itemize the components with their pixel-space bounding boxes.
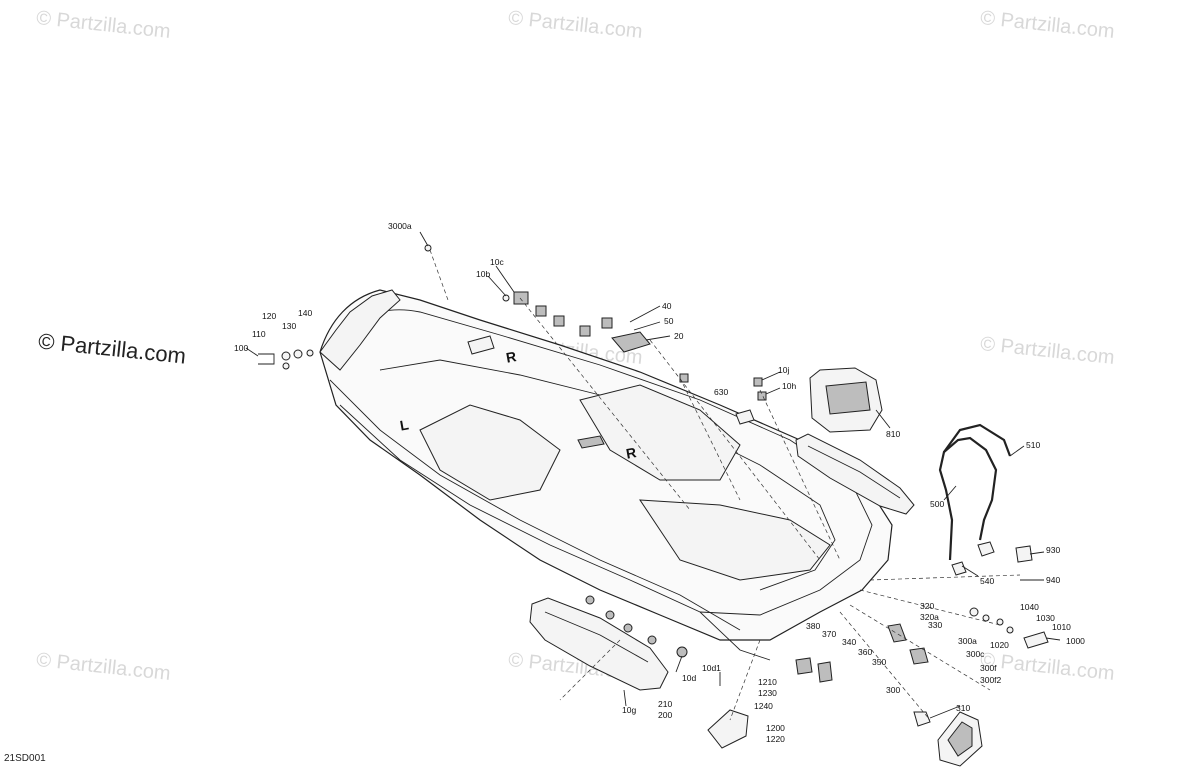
callout: 380 <box>806 621 821 631</box>
callout: 100 <box>234 343 249 353</box>
callout: 300c <box>966 649 985 659</box>
bow-hatch <box>467 335 495 355</box>
clip-310 <box>913 711 931 727</box>
hull-bottom-line <box>339 404 771 661</box>
side-panel-left <box>529 597 669 691</box>
clip-540b <box>977 541 995 557</box>
hull-letter-r: R <box>504 348 518 366</box>
callout: 940 <box>1046 575 1061 585</box>
callout: 320 <box>920 601 935 611</box>
callout: 200 <box>658 710 673 720</box>
callout: 340 <box>842 637 857 647</box>
side-panel-right <box>795 433 915 515</box>
callout: 310 <box>956 703 971 713</box>
callout: 500 <box>930 499 945 509</box>
bolt-100 <box>258 353 275 365</box>
pad-1200 <box>707 709 749 749</box>
callout: 10d1 <box>702 663 721 673</box>
callout: 110 <box>252 329 266 339</box>
callout: 210 <box>658 699 673 709</box>
callout: 120 <box>262 311 277 321</box>
hull-side-line <box>329 379 741 631</box>
latch-10c <box>513 291 529 305</box>
callout: 10h <box>782 381 797 391</box>
callout: 300a <box>958 636 977 646</box>
callout: 370 <box>822 629 837 639</box>
callout: 350 <box>872 657 887 667</box>
callout: 1040 <box>1020 602 1039 612</box>
hull-body <box>319 289 893 641</box>
callout: 630 <box>714 387 729 397</box>
callout: 930 <box>1046 545 1061 555</box>
diagram-code: 21SD001 <box>4 753 46 764</box>
callout: 1010 <box>1052 622 1071 632</box>
callout: 10b <box>476 269 491 279</box>
callout: 1020 <box>990 640 1009 650</box>
callout: 1030 <box>1036 613 1055 623</box>
footwell-left <box>419 404 561 501</box>
callout: 540 <box>980 576 995 586</box>
callout: 40 <box>662 301 672 311</box>
footwell-right <box>579 384 741 481</box>
callout: 320a <box>920 612 939 622</box>
callout: 10j <box>778 365 790 375</box>
callout: 1200 <box>766 723 785 733</box>
callout: 330 <box>928 620 943 630</box>
rear-deck <box>639 499 831 581</box>
callout: 510 <box>1026 440 1041 450</box>
callout: 50 <box>664 316 674 326</box>
callout: 300f <box>980 663 997 673</box>
screw-3000a <box>424 244 432 252</box>
callout: 300 <box>886 685 901 695</box>
hose-510 <box>943 423 1012 457</box>
callout: 10c <box>490 257 504 267</box>
callout: 140 <box>298 308 313 318</box>
latch-20 <box>611 331 651 353</box>
hull-nose <box>319 289 401 371</box>
callout: 10g <box>622 705 637 715</box>
callout: 1000 <box>1066 636 1085 646</box>
callout: 3000a <box>388 221 412 231</box>
callout: 10d <box>682 673 697 683</box>
hull-letter-r: R <box>624 444 638 462</box>
callout: 130 <box>282 321 297 331</box>
clip-630 <box>735 409 755 425</box>
callout: 300f2 <box>980 675 1002 685</box>
bracket-930 <box>1015 545 1033 563</box>
callout: 1230 <box>758 688 777 698</box>
hose-500 <box>938 436 998 561</box>
callout: 1220 <box>766 734 785 744</box>
callout: 1240 <box>754 701 773 711</box>
clip-540 <box>951 561 967 576</box>
callout: 810 <box>886 429 901 439</box>
callout: 360 <box>858 647 873 657</box>
callout: 1210 <box>758 677 777 687</box>
callout: 20 <box>674 331 684 341</box>
hatch-handle <box>577 435 605 449</box>
hull-letter-l: L <box>398 416 410 434</box>
